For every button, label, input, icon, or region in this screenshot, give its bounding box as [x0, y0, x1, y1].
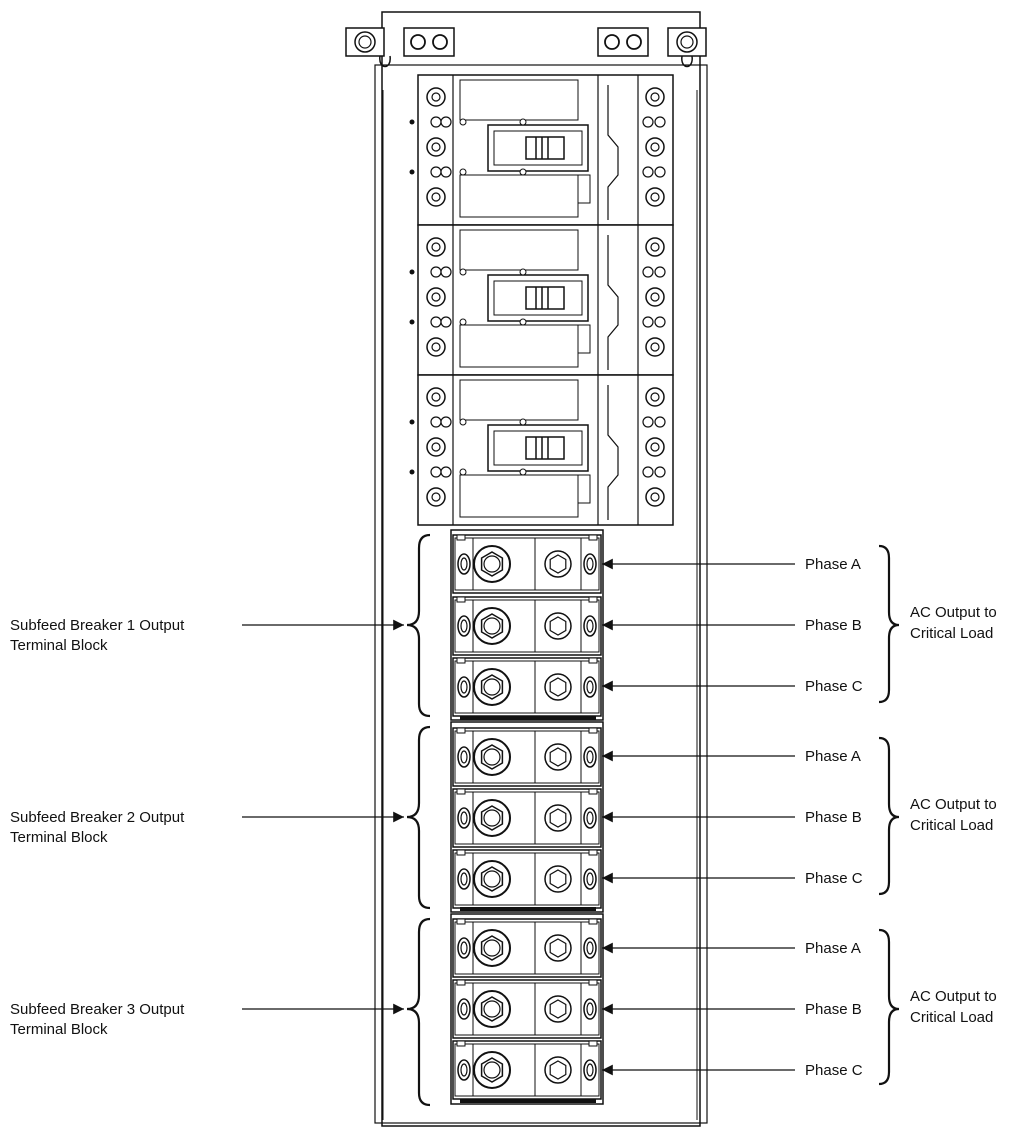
load-label-line1: AC Output to [910, 796, 997, 813]
breaker-label-line1: Subfeed Breaker 1 Output [10, 617, 185, 634]
load-label-line2: Critical Load [910, 1009, 993, 1026]
phase-b-label: Phase B [805, 617, 862, 634]
breaker-1 [408, 74, 674, 226]
breaker-2 [408, 224, 674, 376]
phase-c-label: Phase C [805, 678, 863, 695]
right-brace [878, 928, 900, 1086]
load-label-line2: Critical Load [910, 625, 993, 642]
breaker-label-line1: Subfeed Breaker 2 Output [10, 809, 185, 826]
right-brace [878, 544, 900, 704]
load-label-line2: Critical Load [910, 817, 993, 834]
left-brace [406, 725, 431, 910]
left-brace [406, 917, 431, 1107]
breaker-label-line1: Subfeed Breaker 3 Output [10, 1001, 185, 1018]
terminal-block-3 [450, 913, 604, 1105]
breaker-label-line2: Terminal Block [10, 637, 108, 654]
phase-a-label: Phase A [805, 748, 861, 765]
load-label-line1: AC Output to [910, 604, 997, 621]
phase-c-label: Phase C [805, 1062, 863, 1079]
phase-b-label: Phase B [805, 1001, 862, 1018]
terminal-block-1 [450, 529, 604, 721]
callout-group-3: Subfeed Breaker 3 Output Terminal Block … [10, 917, 997, 1107]
phase-a-label: Phase A [805, 940, 861, 957]
breaker-3 [408, 374, 674, 526]
load-label-line1: AC Output to [910, 988, 997, 1005]
breaker-label-line2: Terminal Block [10, 1021, 108, 1038]
terminal-block-2 [450, 721, 604, 913]
callout-group-2: Subfeed Breaker 2 Output Terminal Block … [10, 725, 997, 910]
right-brace [878, 736, 900, 896]
phase-b-label: Phase B [805, 809, 862, 826]
breaker-label-line2: Terminal Block [10, 829, 108, 846]
left-brace [406, 533, 431, 718]
phase-c-label: Phase C [805, 870, 863, 887]
phase-a-label: Phase A [805, 556, 861, 573]
callout-group-1: Subfeed Breaker 1 Output Terminal Block … [10, 533, 997, 718]
